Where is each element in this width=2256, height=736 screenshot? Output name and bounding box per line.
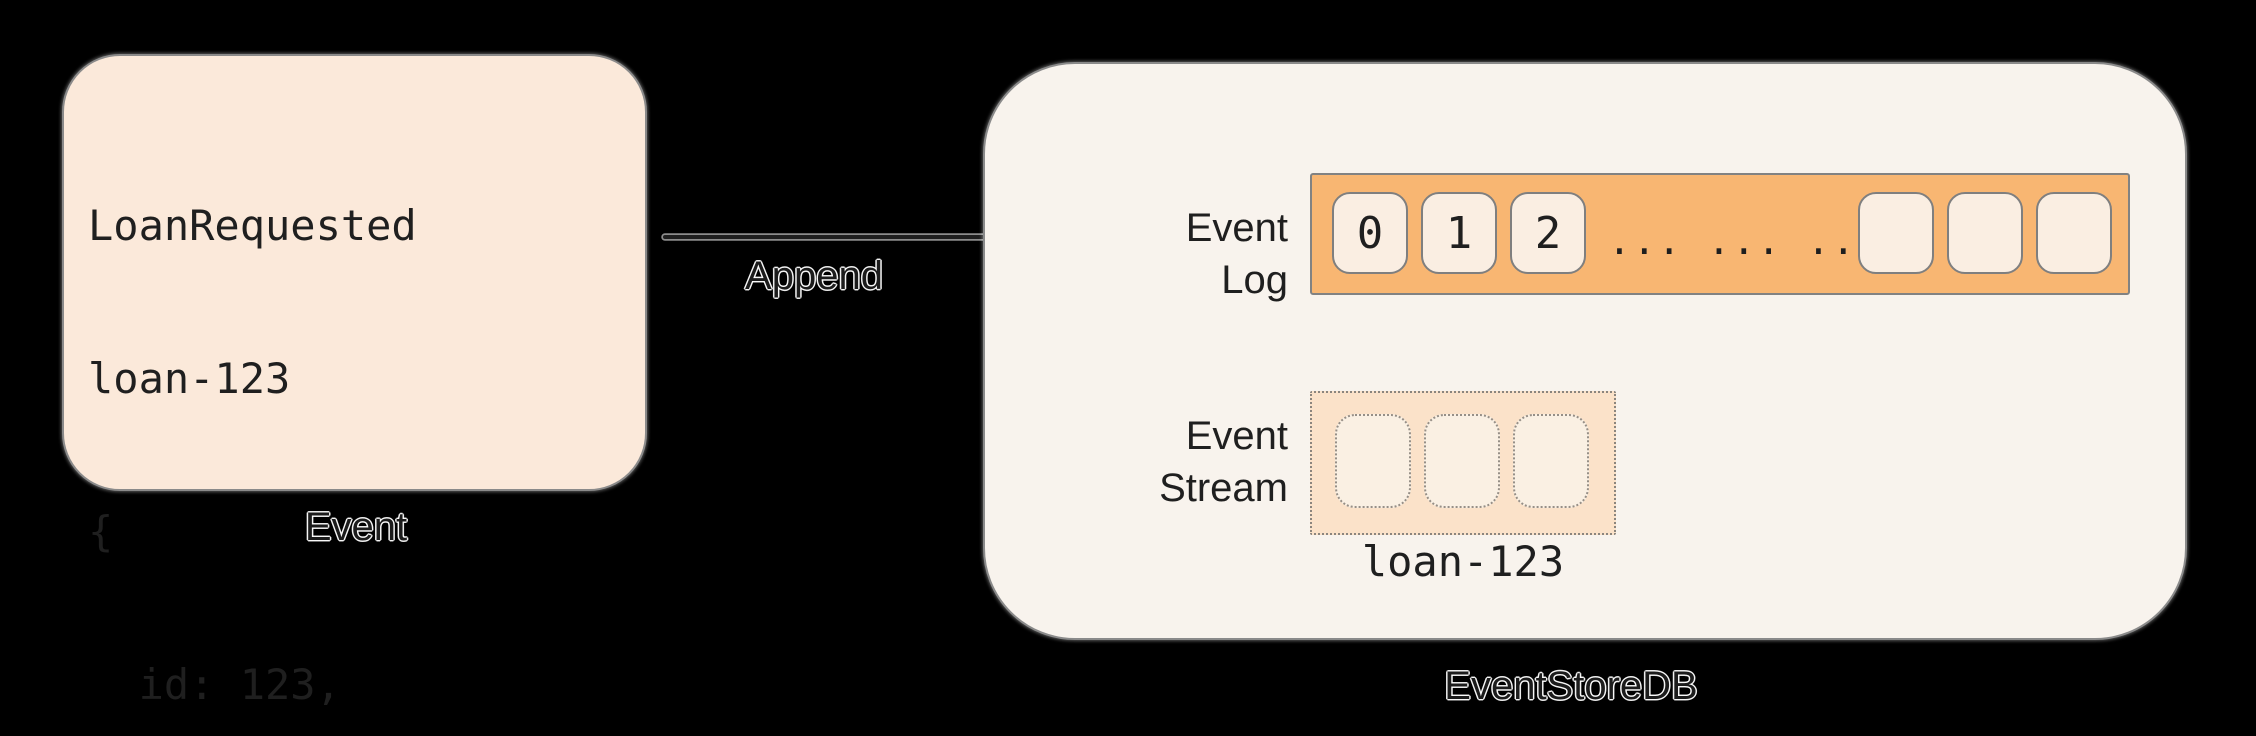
event-stream-empty-cells [1335,414,1589,508]
event-stream-empty-cell [1513,414,1589,508]
event-log-ellipsis: ... ... ... [1608,219,1882,263]
append-arrow-label: Append [745,254,883,298]
event-stream-label-line1: Event [1185,414,1288,458]
event-log-cell-0: 0 [1332,192,1408,274]
event-card-label: Event [304,505,408,549]
eventstoredb-box [983,62,2187,640]
event-stream-box [1310,391,1616,535]
code-line-type: LoanRequested [88,201,417,250]
event-stream-label-line2: Stream [1159,466,1288,510]
event-log-filled-cells: 0 1 2 [1332,192,1586,274]
event-log-empty-cell [2036,192,2112,274]
event-stream-empty-cell [1335,414,1411,508]
eventstoredb-label: EventStoreDB [1444,664,1698,708]
code-line-brace-open: { [88,507,114,556]
event-log-label-line1: Event [1185,206,1288,250]
event-log-cell-1: 1 [1421,192,1497,274]
event-card: LoanRequested loan-123 { id: 123, amount… [62,54,647,709]
event-stream-empty-cell [1424,414,1500,508]
event-log-cell-2: 2 [1510,192,1586,274]
event-log-empty-cell [1858,192,1934,274]
code-line-stream: loan-123 [88,354,291,403]
event-log-empty-cell [1947,192,2023,274]
event-log-empty-cells [1858,192,2112,274]
event-log-label: Event Log [1038,202,1288,306]
event-code-block: LoanRequested loan-123 { id: 123, amount… [88,98,670,736]
event-stream-label: Event Stream [1038,410,1288,514]
event-stream-name: loan-123 [1361,537,1565,586]
code-line-id: id: 123, [88,660,341,709]
event-log-label-line2: Log [1221,258,1288,302]
event-log-bar: 0 1 2 ... ... ... [1310,173,2130,295]
